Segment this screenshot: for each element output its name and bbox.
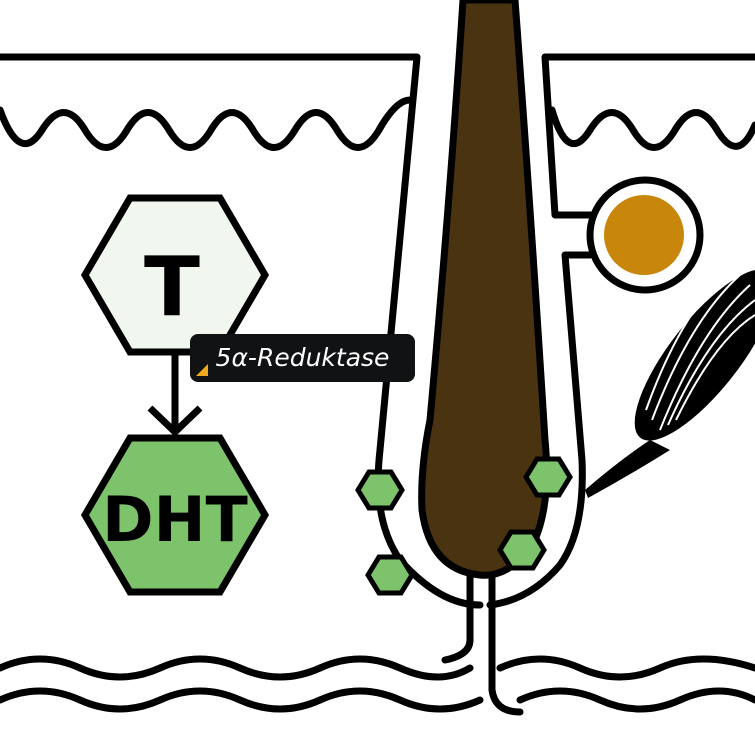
dermis-wave-1 — [0, 655, 755, 681]
skin-wave-left — [0, 96, 414, 151]
enzyme-label-text: 5α-Reduktase — [215, 343, 390, 372]
hair-shaft — [418, 0, 551, 579]
sebum-droplet — [604, 195, 684, 275]
dht-label: DHT — [102, 483, 248, 556]
enzyme-label: 5α-Reduktase — [190, 334, 415, 382]
papilla-vessel — [441, 571, 524, 716]
conversion-arrow — [147, 352, 203, 437]
arrector-pili-muscle — [585, 269, 755, 498]
testosterone-hexagon — [80, 194, 270, 356]
dht-molecule-small — [365, 554, 415, 596]
skin-wave-right — [548, 106, 755, 151]
follicle-right-wall — [486, 251, 594, 609]
dht-molecule-small — [497, 529, 547, 571]
corner-marker-icon — [196, 364, 208, 376]
dht-hexagon — [80, 434, 270, 596]
skin-outline-right — [541, 53, 755, 219]
dermis-wave-2 — [0, 687, 755, 713]
dht-molecule-small — [355, 469, 405, 511]
dht-molecule-small — [523, 456, 573, 498]
testosterone-label: T — [144, 240, 200, 335]
